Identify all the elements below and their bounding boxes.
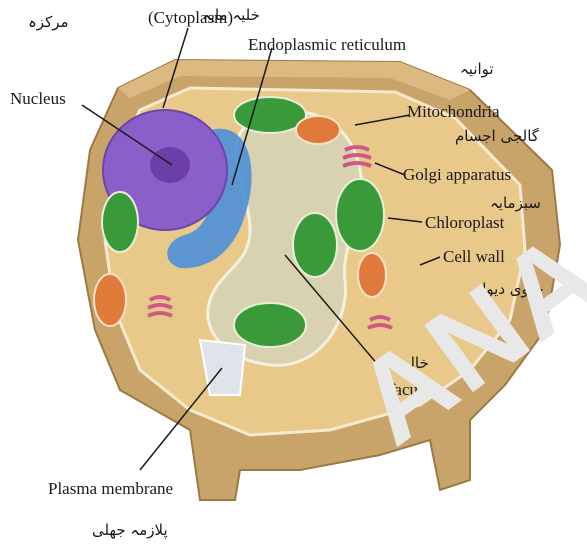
label-nucleus: Nucleus	[10, 90, 66, 107]
label-mitochondria: Mitochondria	[407, 103, 500, 120]
label-er-urdu: توانیہ	[460, 62, 494, 77]
nucleolus	[150, 147, 190, 183]
label-endoplasmic-reticulum: Endoplasmic reticulum	[248, 36, 406, 53]
label-mitochondria-urdu: گالجی اجسام	[455, 129, 539, 144]
label-cytoplasm-urdu: خلیہ مایہ	[202, 8, 260, 23]
label-chloroplast: Chloroplast	[425, 214, 504, 231]
label-plasma-membrane: Plasma membrane	[48, 480, 173, 497]
label-nucleus-urdu: مرکزہ	[28, 15, 69, 30]
label-golgi-apparatus: Golgi apparatus	[403, 166, 511, 183]
label-plasma-membrane-urdu: پلازمہ جھلی	[92, 523, 168, 538]
label-golgi-urdu: سبزمایہ	[490, 196, 541, 211]
